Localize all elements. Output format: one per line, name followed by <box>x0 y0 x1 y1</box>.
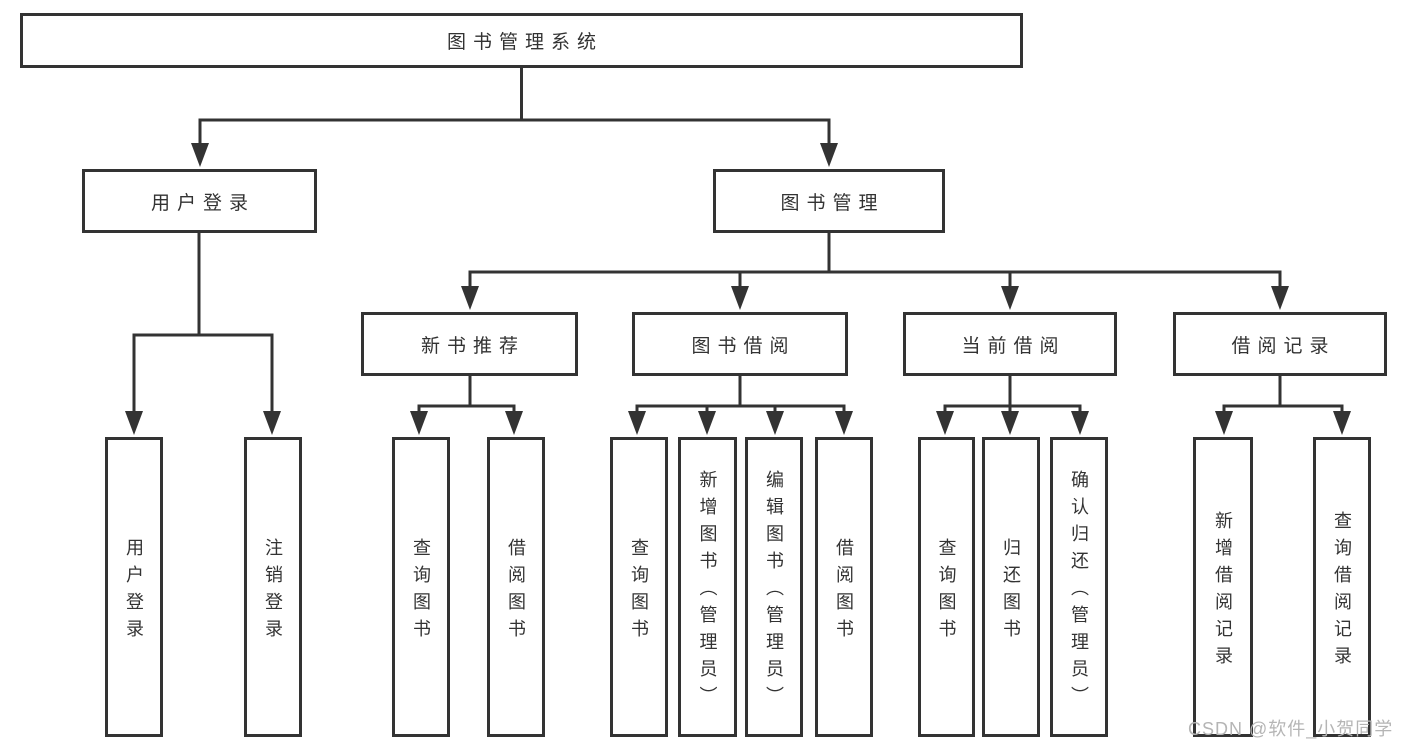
leaf-add-borrow-record: 新增借阅记录 <box>1193 437 1253 737</box>
leaf-confirm-return-admin: 确认归还（管理员） <box>1050 437 1108 737</box>
leaf-query-books-current-label: 查询图书 <box>936 537 957 646</box>
leaf-logout: 注销登录 <box>244 437 302 737</box>
leaf-return-books-label: 归还图书 <box>1001 537 1021 646</box>
node-book-management: 图书管理 <box>713 169 945 233</box>
leaf-borrow-books: 借阅图书 <box>815 437 873 737</box>
leaf-borrow-books-recommend: 借阅图书 <box>487 437 545 737</box>
node-library-management-system: 图书管理系统 <box>20 13 1023 68</box>
node-current-borrow: 当前借阅 <box>903 312 1117 376</box>
leaf-add-books-admin-label: 新增图书（管理员） <box>697 470 718 713</box>
node-user-login: 用户登录 <box>82 169 317 233</box>
leaf-edit-books-admin: 编辑图书（管理员） <box>745 437 803 737</box>
leaf-return-books: 归还图书 <box>982 437 1040 737</box>
leaf-query-borrow-record: 查询借阅记录 <box>1313 437 1371 737</box>
leaf-query-books-current: 查询图书 <box>918 437 975 737</box>
leaf-add-books-admin: 新增图书（管理员） <box>678 437 737 737</box>
leaf-query-books-borrow: 查询图书 <box>610 437 668 737</box>
leaf-query-books-recommend: 查询图书 <box>392 437 450 737</box>
leaf-confirm-return-admin-label: 确认归还（管理员） <box>1069 470 1089 713</box>
leaf-query-books-borrow-label: 查询图书 <box>629 537 649 646</box>
node-borrow-record: 借阅记录 <box>1173 312 1387 376</box>
leaf-user-login-label: 用户登录 <box>124 537 144 646</box>
leaf-edit-books-admin-label: 编辑图书（管理员） <box>764 470 784 713</box>
leaf-logout-label: 注销登录 <box>263 537 283 646</box>
leaf-query-borrow-record-label: 查询借阅记录 <box>1332 510 1352 673</box>
leaf-add-borrow-record-label: 新增借阅记录 <box>1213 510 1233 673</box>
leaf-user-login: 用户登录 <box>105 437 163 737</box>
watermark: CSDN @软件_小贺同学 <box>1188 719 1394 739</box>
node-book-borrow: 图书借阅 <box>632 312 848 376</box>
leaf-query-books-recommend-label: 查询图书 <box>411 537 431 646</box>
leaf-borrow-books-recommend-label: 借阅图书 <box>506 537 526 646</box>
leaf-borrow-books-label: 借阅图书 <box>834 537 854 646</box>
node-new-book-recommend: 新书推荐 <box>361 312 578 376</box>
